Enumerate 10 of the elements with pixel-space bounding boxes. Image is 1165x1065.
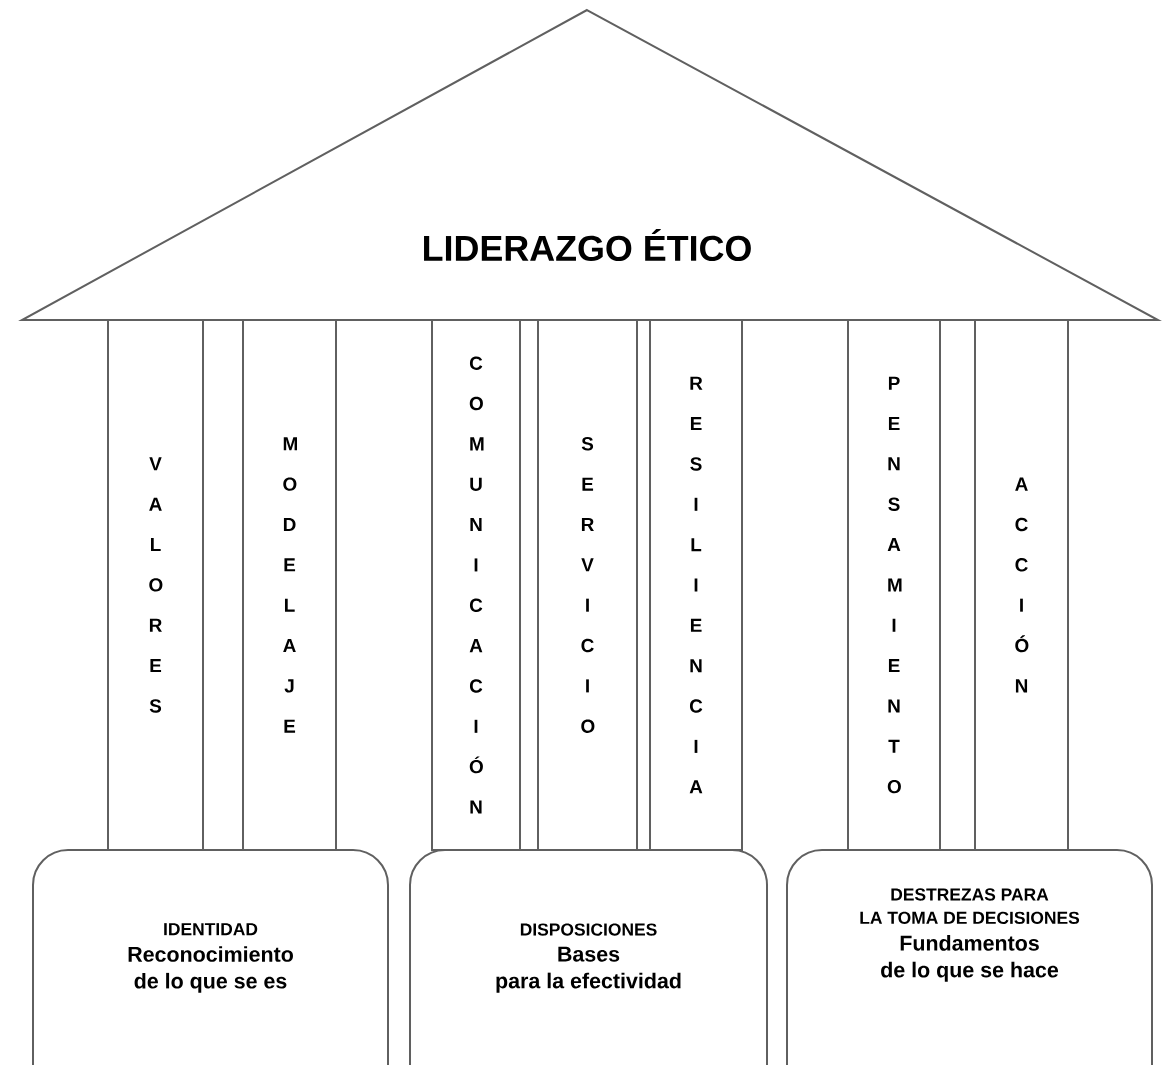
pillar: S E R V I C I O: [537, 319, 638, 851]
pillar: A C C I Ó N: [974, 319, 1069, 851]
pillar: P E N S A M I E N T O: [847, 319, 941, 851]
base-block: DISPOSICIONES Bases para la efectividad: [409, 849, 768, 1065]
pillar: C O M U N I C A C I Ó N: [431, 319, 521, 851]
base-block: IDENTIDAD Reconocimiento de lo que se es: [32, 849, 389, 1065]
pillar: R E S I L I E N C I A: [649, 319, 743, 851]
pillar: M O D E L A J E: [242, 319, 337, 851]
base-block: DESTREZAS PARA LA TOMA DE DECISIONES Fundamentos de lo que se hace: [786, 849, 1153, 1065]
pillar: V A L O R E S: [107, 319, 204, 851]
